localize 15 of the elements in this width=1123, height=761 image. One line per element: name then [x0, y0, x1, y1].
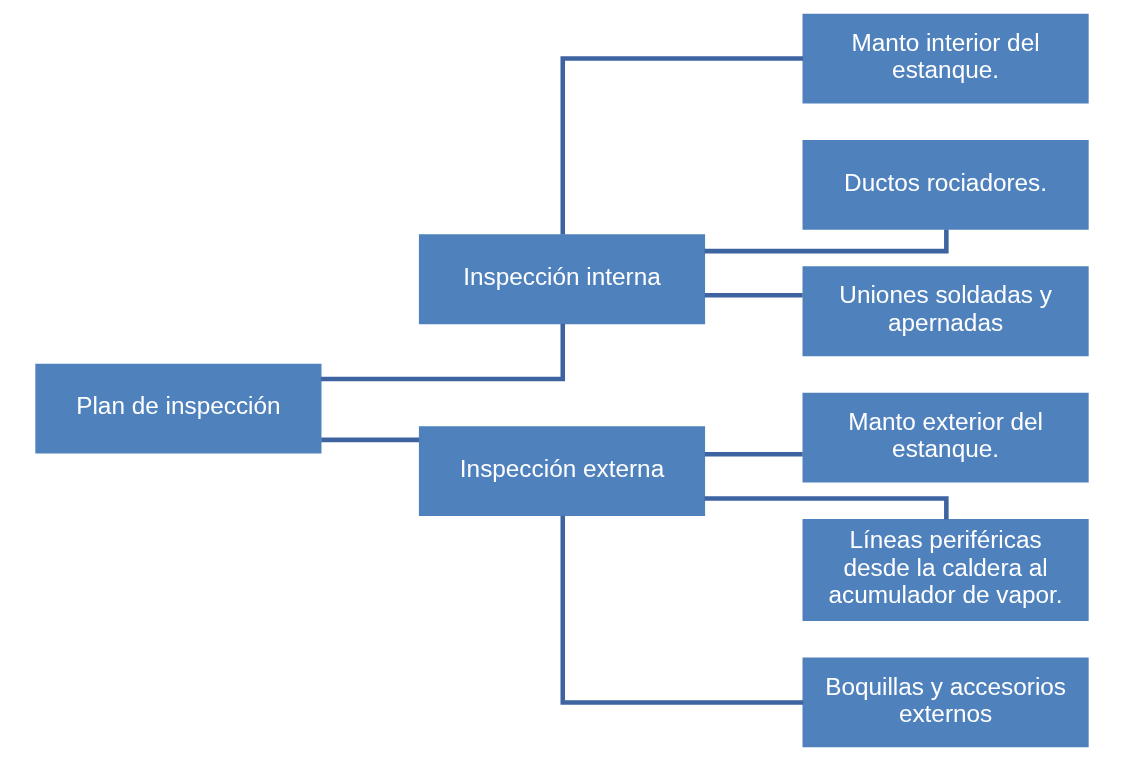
node-box: Inspección interna [418, 234, 705, 325]
node-box: Boquillas y accesorios externos [802, 657, 1089, 748]
node-box: Ductos rociadores. [802, 140, 1089, 230]
connector [704, 452, 803, 457]
connector [704, 292, 803, 298]
connector [559, 56, 803, 235]
node-box: Uniones soldadas y apernadas [802, 266, 1089, 357]
node-box: Inspección externa [418, 426, 705, 516]
node-box: Manto interior del estanque. [802, 13, 1089, 104]
node-box: Manto exterior del estanque. [802, 392, 1089, 483]
node-box: Líneas periféricas desde la caldera al acumulador de vapor. [802, 519, 1089, 621]
connector [559, 515, 803, 705]
connector [320, 323, 565, 382]
node-box: Plan de inspección [34, 363, 321, 454]
connector [320, 437, 419, 443]
